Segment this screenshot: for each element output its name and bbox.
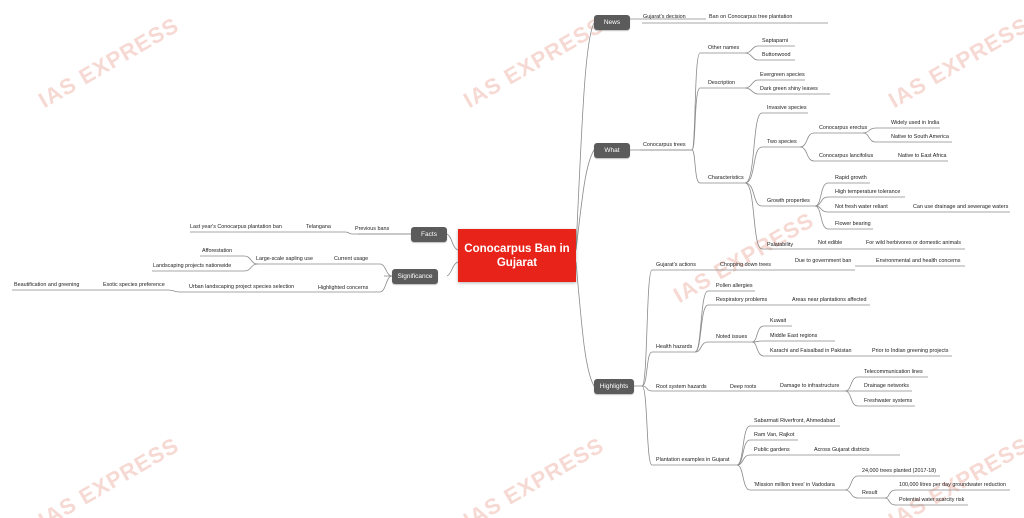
node-invasive-species: Invasive species (767, 105, 807, 111)
node-due-govt-ban: Due to government ban (795, 258, 852, 264)
node-wild-herbivores: For wild herbivores or domestic animals (866, 240, 961, 246)
node-env-health-concerns: Environmental and health concerns (876, 258, 961, 264)
node-evergreen: Evergreen species (760, 72, 805, 78)
node-kuwait: Kuwait (770, 318, 787, 324)
node-middle-east: Middle East regions (770, 333, 818, 339)
node-result: Result (862, 490, 878, 496)
node-groundwater-reduction: 100,000 litres per day groundwater reduc… (899, 482, 1006, 488)
node-areas-near-plantations: Areas near plantations affected (792, 297, 867, 303)
node-rapid-growth: Rapid growth (835, 175, 867, 181)
node-large-scale-sapling: Large-scale sapling use (256, 256, 313, 262)
node-last-year-ban: Last year's Conocarpus plantation ban (190, 224, 282, 230)
node-gujarat-actions: Gujarat's actions (656, 262, 696, 268)
node-trees-planted: 24,000 trees planted (2017-18) (862, 468, 937, 474)
node-saptaparni: Saptaparni (762, 38, 789, 44)
node-description: Description (708, 80, 735, 86)
node-conocarpus-erectus: Conocarpus erectus (819, 125, 868, 131)
category-significance: Significance (392, 269, 438, 284)
node-health-hazards: Health hazards (656, 344, 693, 350)
node-drainage-networks: Drainage networks (864, 383, 909, 389)
node-buttonwood: Buttonwood (762, 52, 791, 58)
node-noted-issues: Noted issues (716, 334, 748, 340)
node-other-names: Other names (708, 45, 740, 51)
node-urban-landscaping: Urban landscaping project species select… (189, 284, 295, 290)
node-current-usage: Current usage (334, 256, 369, 262)
node-root-system-hazards: Root system hazards (656, 384, 707, 390)
category-what: What (594, 143, 630, 158)
node-palatability: Palatability (767, 242, 794, 248)
node-characteristics: Characteristics (708, 175, 744, 181)
node-ram-van: Ram Van, Rajkot (754, 432, 795, 438)
node-freshwater-systems: Freshwater systems (864, 398, 913, 404)
node-growth-properties: Growth properties (767, 198, 810, 204)
category-highlights: Highlights (594, 379, 634, 394)
node-chopping-trees: Chopping down trees (720, 262, 771, 268)
node-dark-green-leaves: Dark green shiny leaves (760, 86, 818, 92)
node-respiratory-problems: Respiratory problems (716, 297, 768, 303)
node-native-south-america: Native to South America (891, 134, 949, 140)
node-plantation-examples: Plantation examples in Gujarat (656, 457, 730, 463)
node-conocarpus-trees: Conocarpus trees (643, 142, 686, 148)
category-news: News (594, 15, 630, 30)
node-pollen-allergies: Pollen allergies (716, 283, 753, 289)
node-not-fresh-water: Not fresh water reliant (835, 204, 888, 210)
node-two-species: Two species (767, 139, 797, 145)
node-not-edible: Not edible (818, 240, 843, 246)
central-topic: Conocarpus Ban in Gujarat (458, 229, 576, 282)
node-exotic-species: Exotic species preference (103, 282, 165, 288)
node-afforestation: Afforestation (202, 248, 233, 254)
node-mission-million-trees: 'Mission million trees' in Vadodara (754, 482, 835, 488)
node-beautification: Beautification and greening (14, 282, 80, 288)
node-public-gardens: Public gardens (754, 447, 790, 453)
node-water-scarcity-risk: Potential water scarcity risk (899, 497, 965, 503)
node-prior-greening: Prior to Indian greening projects (872, 348, 949, 354)
node-widely-used-india: Widely used in India (891, 120, 940, 126)
node-karachi-faisalbad: Karachi and Faisalbad in Pakistan (770, 348, 852, 354)
node-previous-bans: Previous bans (355, 226, 390, 232)
node-landscaping-projects: Landscaping projects nationwide (153, 263, 232, 269)
node-damage-infrastructure: Damage to infrastructure (780, 383, 840, 389)
node-ban-plantation: Ban on Conocarpus tree plantation (709, 14, 793, 20)
node-conocarpus-lancifolius: Conocarpus lancifolius (819, 153, 874, 159)
node-telecom-lines: Telecommunication lines (864, 369, 923, 375)
node-deep-roots: Deep roots (730, 384, 757, 390)
node-flower-bearing: Flower bearing (835, 221, 871, 227)
node-highlighted-concerns: Highlighted concerns (318, 285, 369, 291)
node-high-temp-tolerance: High temperature tolerance (835, 189, 901, 195)
node-gujarat-decision: Gujarat's decision (643, 14, 686, 20)
node-across-districts: Across Gujarat districts (814, 447, 870, 453)
category-facts: Facts (411, 227, 447, 242)
node-telangana: Telangana (306, 224, 331, 230)
node-drainage-sewerage: Can use drainage and sewerage waters (913, 204, 1009, 210)
node-native-east-africa: Native to East Africa (898, 153, 947, 159)
node-sabarmati-riverfront: Sabarmati Riverfront, Ahmedabad (754, 418, 836, 424)
